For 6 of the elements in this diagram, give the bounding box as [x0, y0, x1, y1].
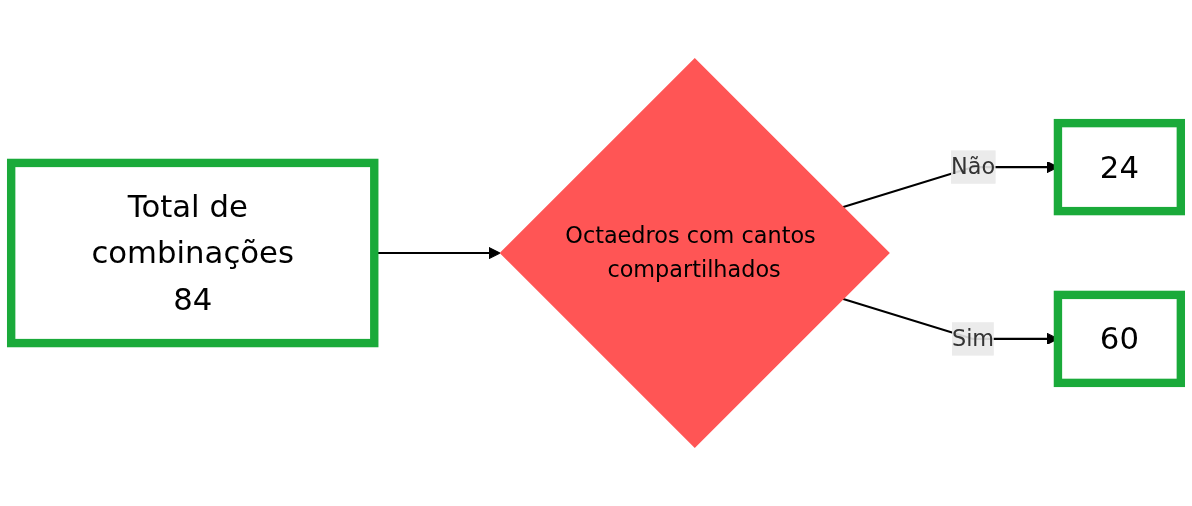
node-box: Total de combinações 84 [6, 158, 379, 348]
node-box: 60 [1053, 290, 1185, 388]
node-box: 24 [1053, 118, 1185, 216]
edge-label: Sim [951, 324, 995, 352]
node-diamond: Octaedros com cantos compartilhados [499, 57, 890, 449]
edge-label: Não [951, 153, 996, 180]
